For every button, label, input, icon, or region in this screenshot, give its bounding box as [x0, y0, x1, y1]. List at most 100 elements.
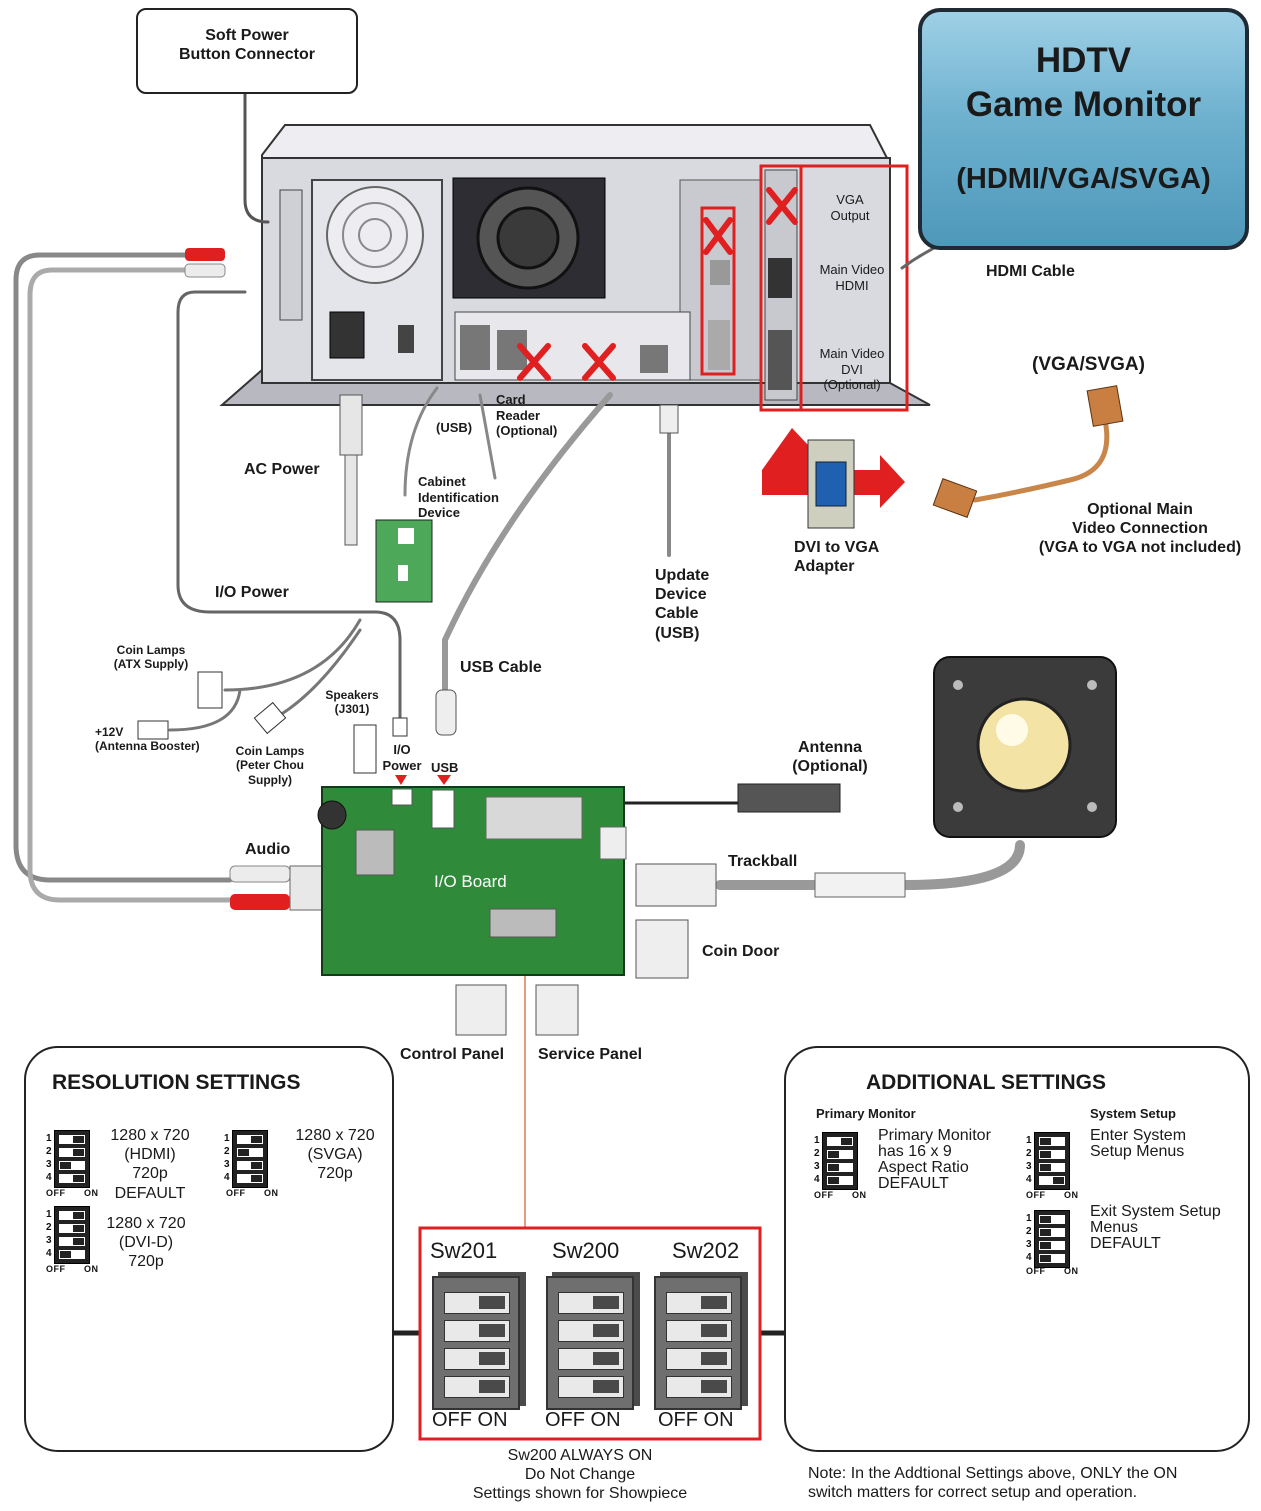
speakers-label: Speakers (J301): [325, 688, 379, 717]
dip-switch-hdmi: [54, 1130, 90, 1188]
exit-setup-text: Exit System Setup Menus DEFAULT: [1090, 1203, 1221, 1252]
switch-sw202: [654, 1276, 742, 1410]
on-label: ON: [1064, 1266, 1079, 1276]
monitor-title-1: HDTV: [1035, 41, 1132, 80]
io-power-plug: [392, 717, 408, 737]
soft-power-label: Soft Power Button Connector: [179, 27, 315, 64]
sw200-note: Sw200 ALWAYS ON Do Not Change Settings s…: [472, 1447, 688, 1503]
dip-numbers: 1 2 3 4: [224, 1133, 230, 1183]
resolution-title: RESOLUTION SETTINGS: [52, 1071, 301, 1094]
usb-board-label: USB: [431, 760, 459, 775]
io-power-arrow: [395, 775, 407, 785]
bottom-note: Note: In the Addtional Settings above, O…: [808, 1465, 1178, 1502]
vga-plug-left: [932, 478, 978, 518]
enter-setup-text: Enter System Setup Menus: [1090, 1127, 1187, 1160]
control-panel-connector: [455, 984, 507, 1036]
usb-cable-label: USB Cable: [460, 659, 542, 676]
dip-switch-primary-monitor: [822, 1132, 858, 1190]
dip-switch-enter-setup: [1034, 1132, 1070, 1190]
off-label: OFF: [1026, 1190, 1046, 1200]
io-board: [317, 786, 627, 976]
speakers-connector: [353, 724, 377, 774]
io-board-label: I/O Board: [434, 872, 507, 891]
usb-plug: [435, 689, 457, 736]
usb-arrow: [437, 775, 451, 785]
resolution-hdmi-text: 1280 x 720 (HDMI) 720p DEFAULT: [110, 1127, 190, 1202]
card-reader-label: Card Reader (Optional): [496, 392, 558, 439]
main-video-dvi-label: Main Video DVI (Optional): [819, 346, 885, 393]
vga-svga-label: (VGA/SVGA): [1032, 354, 1145, 375]
off-label: OFF: [46, 1264, 66, 1274]
on-label: ON: [264, 1188, 279, 1198]
update-usb-plug: [659, 404, 679, 434]
trackball-label: Trackball: [728, 853, 798, 870]
cabinet-id-device: [375, 519, 433, 603]
sw200-offon: OFF ON: [545, 1409, 621, 1431]
off-label: OFF: [226, 1188, 246, 1198]
trackball: [933, 656, 1117, 838]
resolution-settings-panel: RESOLUTION SETTINGS 1 2 3 4 OFF ON 1280 …: [24, 1046, 394, 1452]
dvi-vga-adapter: [762, 428, 905, 529]
coin-lamp-atx-connector: [197, 671, 223, 709]
audio-label: Audio: [245, 841, 291, 858]
on-label: ON: [852, 1190, 867, 1200]
sw202-label: Sw202: [672, 1238, 740, 1263]
aspect-ratio-text: Primary Monitor has 16 x 9 Aspect Ratio …: [878, 1127, 991, 1192]
switch-sw201: [432, 1276, 520, 1410]
on-label: ON: [1064, 1190, 1079, 1200]
antenna-box: [737, 783, 841, 813]
usb-small-label: (USB): [436, 420, 473, 435]
dip-switch-exit-setup: [1034, 1210, 1070, 1268]
trackball-connector: [635, 863, 717, 907]
coin-door-label: Coin Door: [702, 943, 780, 960]
hdtv-monitor: HDTV Game Monitor (HDMI/VGA/SVGA): [918, 8, 1249, 250]
control-panel-label: Control Panel: [400, 1046, 505, 1063]
dip-switch-dvid: [54, 1206, 90, 1264]
on-label: ON: [84, 1264, 99, 1274]
dip-numbers: 1 2 3 4: [46, 1133, 52, 1183]
ac-power-label: AC Power: [244, 461, 320, 478]
ac-power-plug: [339, 394, 363, 546]
cabinet-id-label: Cabinet Identification Device: [418, 474, 499, 521]
monitor-subtitle: (HDMI/VGA/SVGA): [956, 163, 1211, 195]
monitor-title-2: Game Monitor: [965, 85, 1202, 124]
off-label: OFF: [814, 1190, 834, 1200]
dip-switch-svga: [232, 1130, 268, 1188]
antenna-label: Antenna (Optional): [792, 739, 868, 776]
service-panel-connector: [535, 984, 579, 1036]
off-label: OFF: [1026, 1266, 1046, 1276]
sw200-label: Sw200: [552, 1238, 620, 1263]
on-label: ON: [84, 1188, 99, 1198]
x-marks: [517, 187, 798, 381]
dvi-to-vga-label: DVI to VGA Adapter: [794, 539, 880, 576]
sw201-label: Sw201: [430, 1238, 498, 1263]
sw202-offon: OFF ON: [658, 1409, 734, 1431]
additional-settings-panel: ADDITIONAL SETTINGS Primary Monitor Syst…: [784, 1046, 1250, 1452]
dip-numbers: 1 2 3 4: [46, 1209, 52, 1259]
vga-output-label: VGA Output: [830, 192, 870, 223]
service-panel-label: Service Panel: [538, 1046, 643, 1063]
io-power-board-label: I/O Power: [382, 742, 422, 773]
hdmi-cable-label: HDMI Cable: [986, 263, 1075, 280]
update-device-label: Update Device Cable (USB): [655, 567, 710, 642]
rca-plugs: [184, 248, 333, 911]
antenna-booster-label: +12V (Antenna Booster): [95, 725, 200, 754]
cables: [13, 90, 1110, 1336]
coin-lamps-atx-label: Coin Lamps (ATX Supply): [113, 643, 189, 672]
coin-door-connector: [635, 919, 689, 979]
pc-chassis: [219, 124, 931, 406]
coin-lamps-peter-label: Coin Lamps (Peter Chou Supply): [235, 744, 305, 787]
off-label: OFF: [46, 1188, 66, 1198]
dip-numbers: 1 2 3 4: [814, 1135, 820, 1185]
trackball-plug: [814, 872, 906, 898]
sw201-offon: OFF ON: [432, 1409, 508, 1431]
resolution-dvid-text: 1280 x 720 (DVI-D) 720p: [106, 1215, 186, 1271]
vga-plug-top: [1086, 385, 1124, 427]
primary-monitor-heading: Primary Monitor: [816, 1106, 916, 1121]
system-setup-heading: System Setup: [1090, 1106, 1176, 1121]
antenna-booster-connector: [137, 720, 169, 740]
dip-numbers: 1 2 3 4: [1026, 1135, 1032, 1185]
coin-lamp-peter-connector: [253, 701, 287, 735]
resolution-svga-text: 1280 x 720 (SVGA) 720p: [295, 1127, 375, 1183]
switch-sw200: [546, 1276, 634, 1410]
